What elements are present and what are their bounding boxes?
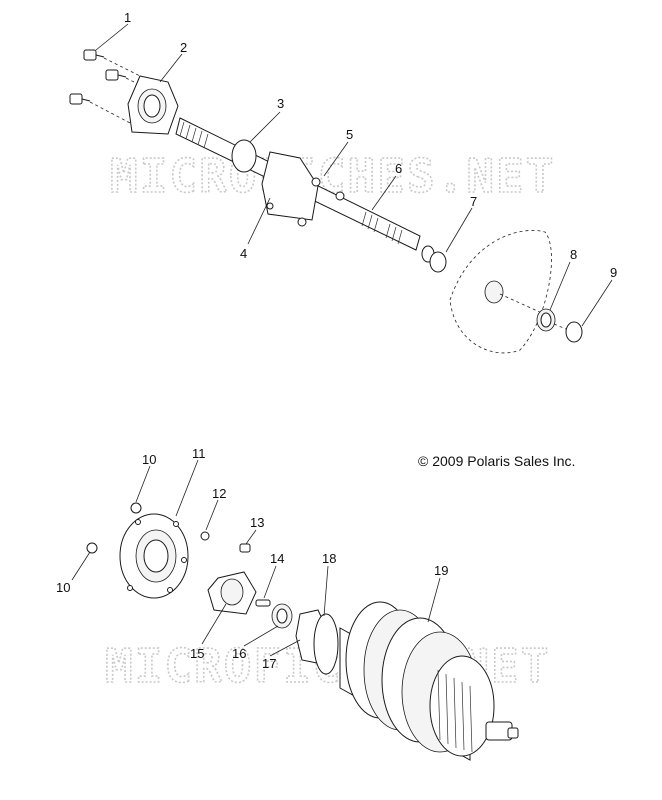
callout-5: 5	[346, 127, 353, 142]
callout-4: 4	[240, 246, 247, 261]
bolt-middle	[105, 69, 127, 81]
callout-17: 17	[262, 656, 276, 671]
callout-12: 12	[212, 486, 226, 501]
callout-6: 6	[395, 161, 402, 176]
bushing	[536, 308, 556, 332]
nut-10-lower	[86, 542, 98, 554]
bearing-flange	[119, 513, 189, 599]
nut-upper	[311, 177, 321, 187]
drive-clutch	[339, 601, 519, 761]
callout-9: 9	[610, 265, 617, 280]
o-ring	[565, 321, 583, 343]
callout-19: 19	[434, 563, 448, 578]
pin	[239, 543, 251, 553]
washer	[200, 531, 210, 541]
stub-shaft	[255, 599, 271, 607]
callout-8: 8	[570, 247, 577, 262]
callout-18: 18	[322, 551, 336, 566]
callout-7: 7	[470, 194, 477, 209]
flange-plate	[127, 75, 179, 135]
callout-14: 14	[270, 551, 284, 566]
nut-middle	[335, 191, 345, 201]
bearing-plate	[261, 151, 319, 221]
callout-3: 3	[277, 96, 284, 111]
callout-13: 13	[250, 515, 264, 530]
nut-lower	[297, 217, 307, 227]
callout-15: 15	[190, 646, 204, 661]
callout-1: 1	[124, 10, 131, 25]
callout-11: 11	[192, 446, 206, 461]
sheave-disc	[449, 230, 552, 354]
bolt-top	[83, 49, 105, 61]
pinion-gear	[271, 603, 293, 629]
callout-16: 16	[232, 646, 246, 661]
callout-10-lower: 10	[56, 580, 70, 595]
snap-ring	[429, 251, 447, 273]
nut-10-upper	[130, 502, 142, 514]
bolt-lower	[69, 93, 91, 105]
retainer-plate	[207, 571, 257, 615]
copyright-notice: © 2009 Polaris Sales Inc.	[418, 453, 575, 469]
callout-10-upper: 10	[142, 452, 156, 467]
callout-2: 2	[180, 40, 187, 55]
spacer	[313, 613, 339, 675]
